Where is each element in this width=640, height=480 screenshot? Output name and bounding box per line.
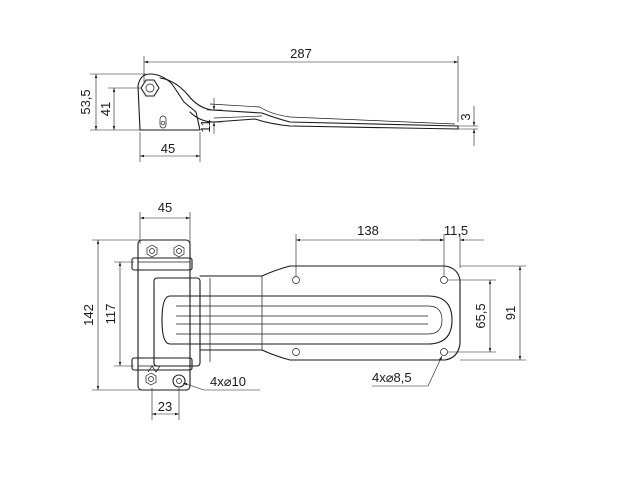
front-view-dimensions: 45 138 11,5 142 117 91 65,5 xyxy=(81,200,526,420)
dim-side-length: 287 xyxy=(290,46,312,61)
label-leaf-holes: 4x⌀8,5 xyxy=(372,370,412,385)
dim-front-base-width: 45 xyxy=(158,200,172,215)
dim-front-height-total: 142 xyxy=(81,304,96,326)
dim-side-tip-thickness: 3 xyxy=(458,113,473,120)
dim-side-height-total: 53,5 xyxy=(78,89,93,114)
dim-front-height-inner: 117 xyxy=(103,304,118,325)
dim-side-height-pivot: 41 xyxy=(98,102,113,116)
dim-front-hole-edge: 11,5 xyxy=(444,223,468,238)
side-view xyxy=(137,73,459,131)
dim-front-hole-x: 23 xyxy=(158,399,172,414)
side-view-dimensions: 287 53,5 41 45 11 3 xyxy=(78,46,478,162)
front-view xyxy=(131,239,461,391)
dim-front-hole-offset: 138 xyxy=(357,223,379,238)
dim-front-leaf-height: 91 xyxy=(503,306,518,320)
dim-front-hole-spacing: 65,5 xyxy=(473,303,488,328)
label-base-holes: 4x⌀10 xyxy=(210,374,246,389)
dim-side-thickness: 11 xyxy=(198,119,213,133)
dim-side-base-width: 45 xyxy=(161,141,175,156)
